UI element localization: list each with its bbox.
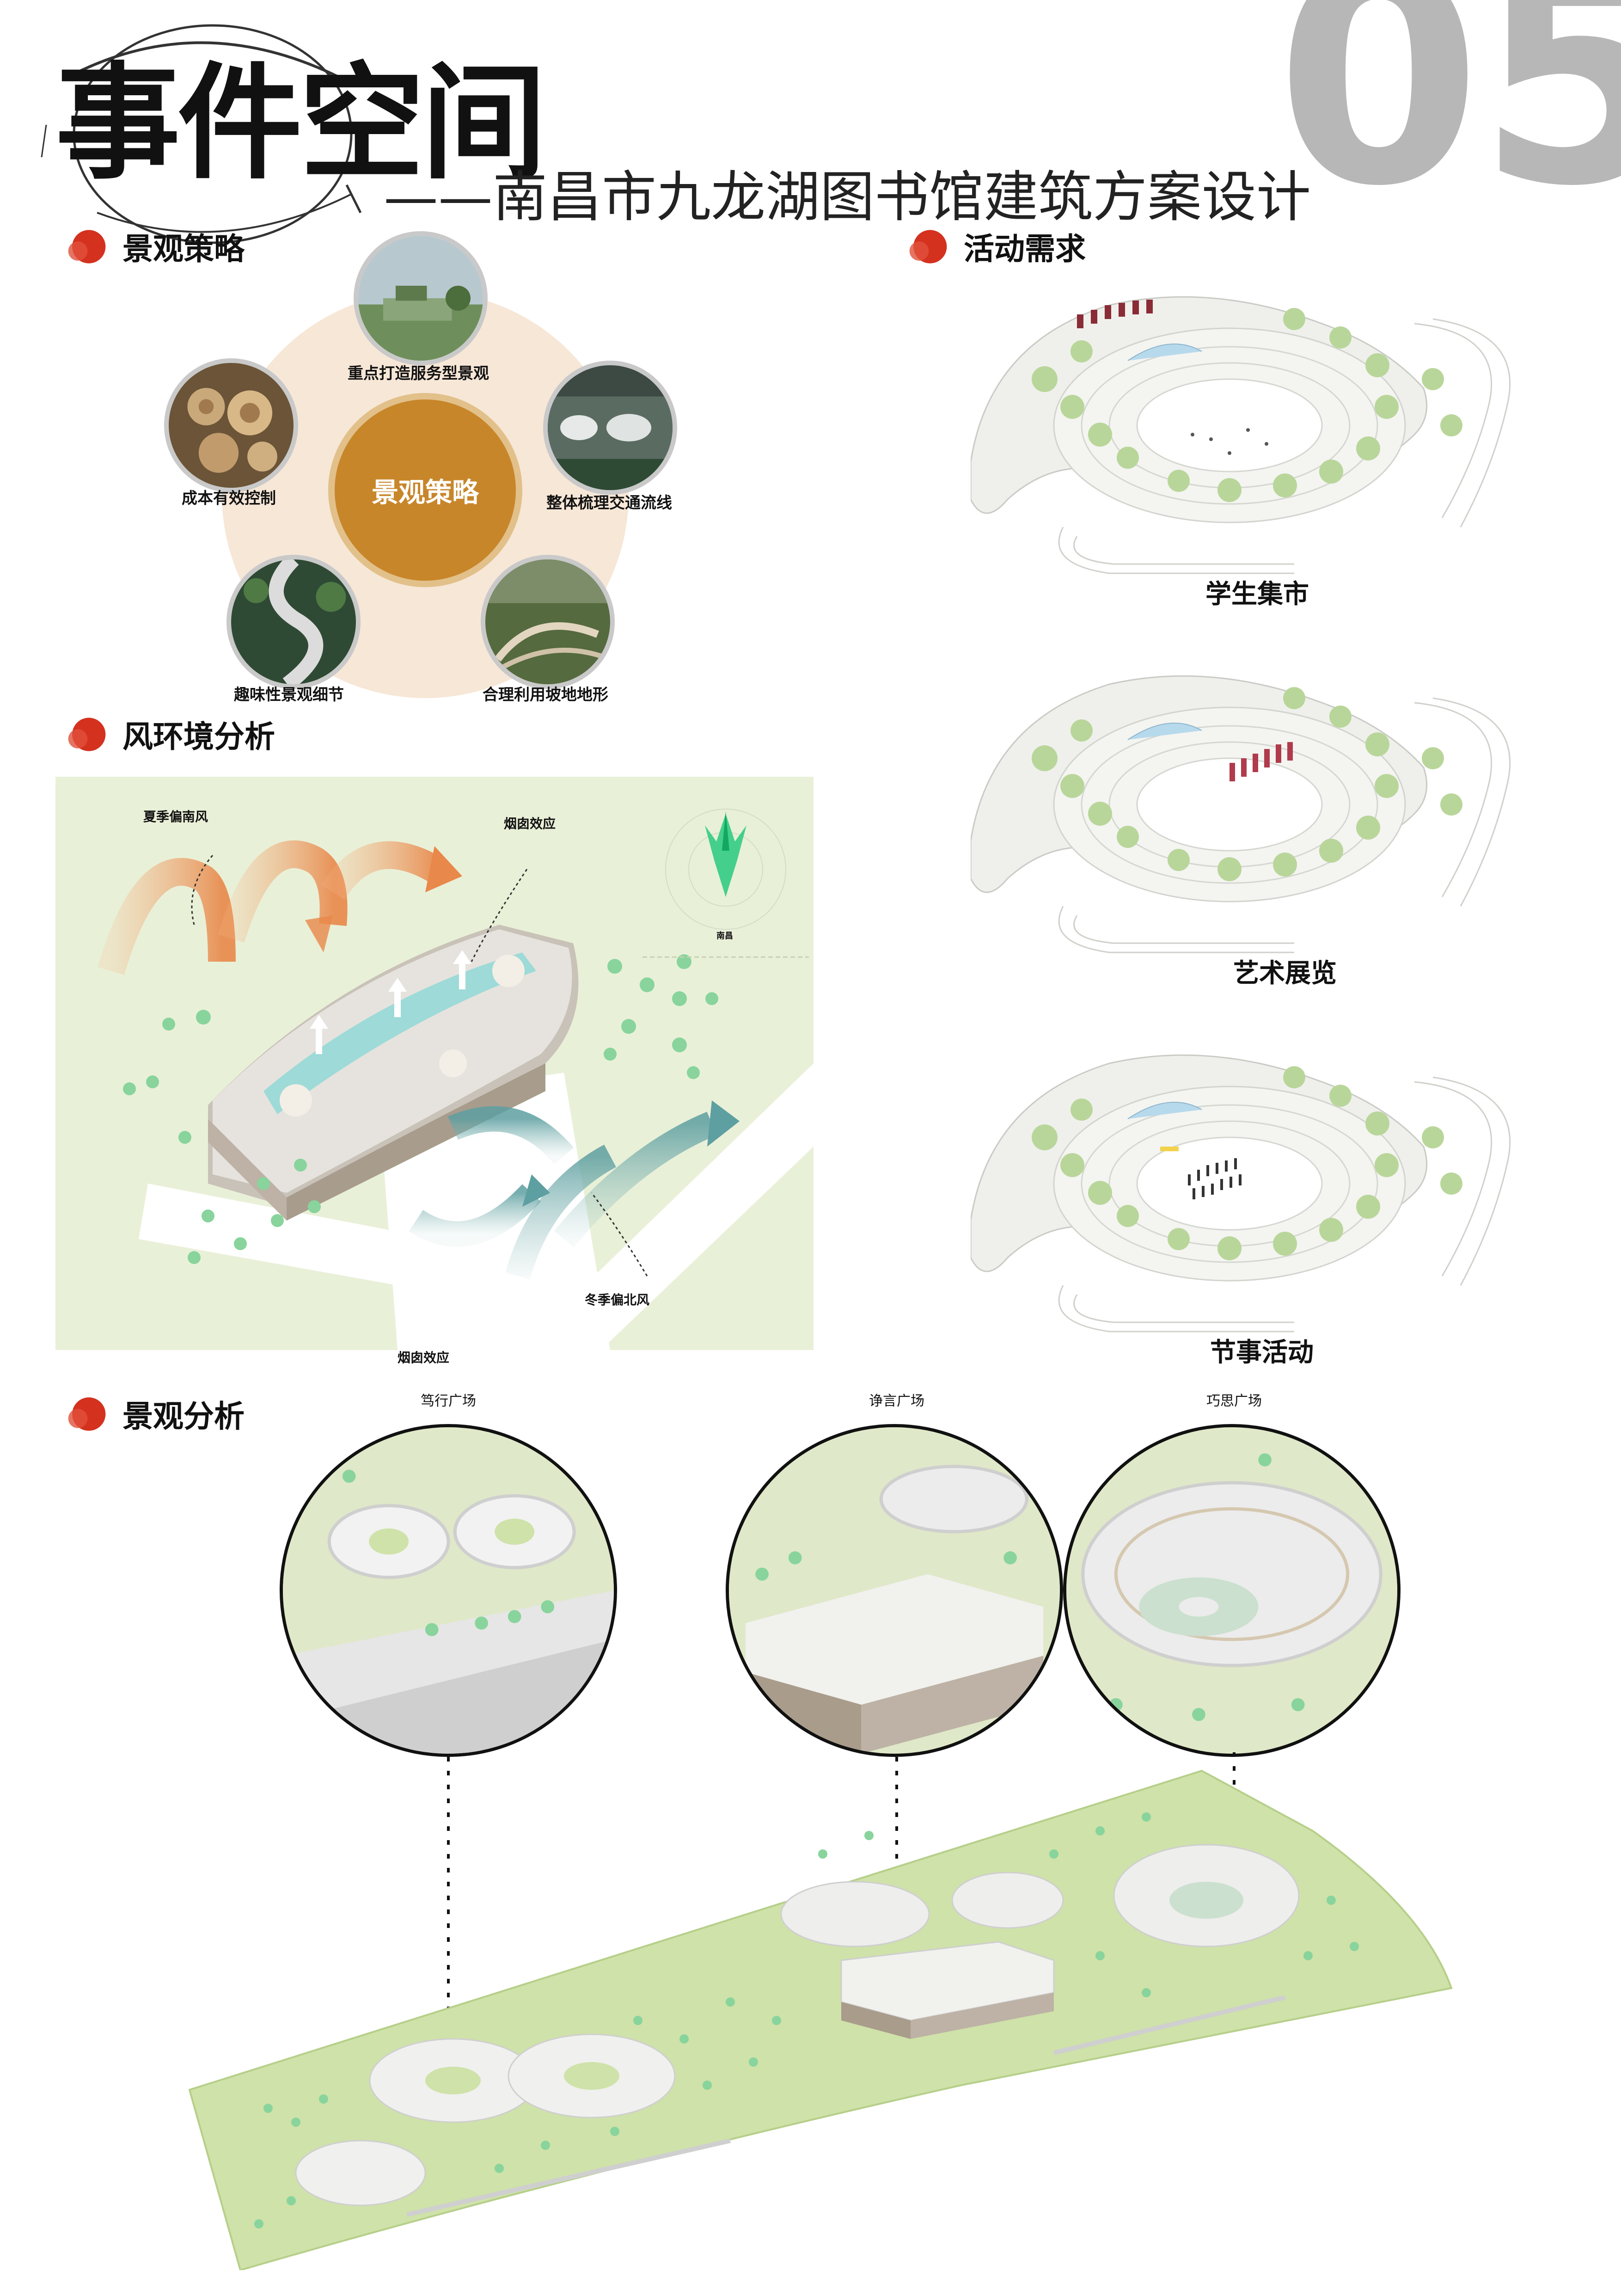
main-title: 事件空间 [55,49,546,196]
strategy-item-label: 重点打造服务型景观 [348,364,489,383]
activity-diagrams [971,296,1511,1332]
summer-wind-label: 夏季偏南风 [143,809,208,824]
strategy-item-label: 趣味性景观细节 [234,686,344,704]
red-brush-dot-icon [68,1397,106,1431]
activity-label: 艺术展览 [1233,958,1337,988]
section-title: 风环境分析 [122,719,275,755]
site-plan-axonometric [188,1769,1453,2270]
strategy-center-label: 景观策略 [371,477,479,508]
strategy-item-label: 成本有效控制 [182,489,276,508]
page-number: 05 [1276,0,1621,251]
wind-rose-city-label: 南昌 [716,931,733,941]
section-title: 景观分析 [122,1399,245,1434]
zoom-circle-qiaosi [1063,1424,1401,1757]
subtitle: ——南昌市九龙湖图书馆建筑方案设计 [384,165,1311,229]
activity-label: 节事活动 [1210,1338,1314,1368]
section-landscape-strategy: 景观策略 [65,224,245,269]
section-activity-needs: 活动需求 [906,224,1086,269]
zoom-title: 巧思广场 [1206,1393,1262,1409]
winter-wind-label: 冬季偏北风 [585,1292,650,1308]
wind-analysis-panel: 夏季偏南风 烟囱效应 冬季偏北风 南昌 [55,777,814,1350]
zoom-circle-zhengyan [726,1424,1063,1757]
zoom-title: 笃行广场 [421,1393,476,1409]
red-brush-dot-icon [68,229,106,264]
section-landscape-analysis: 景观分析 [65,1392,245,1436]
activity-label: 学生集市 [1205,579,1309,609]
red-brush-dot-icon [68,717,106,751]
section-title: 景观策略 [122,231,245,267]
zoom-circle-duxing [280,1424,617,1757]
section-title: 活动需求 [964,231,1086,267]
strategy-item-label: 合理利用坡地地形 [483,686,608,704]
timber-log-photo [164,358,298,492]
zoom-title: 诤言广场 [869,1393,924,1409]
strategy-item-label: 整体梳理交通流线 [546,494,672,512]
red-brush-dot-icon [909,229,947,264]
winding-path-photo [226,555,361,689]
wind-caption: 烟囱效应 [398,1350,450,1365]
section-wind-analysis: 风环境分析 [65,712,275,756]
slope-landform-photo [481,555,615,689]
chimney-effect-label: 烟囱效应 [504,816,556,831]
plaza-path-photo [543,361,677,495]
title-brush-circle [41,24,362,244]
rooftop-garden-photo [354,231,488,365]
strategy-center-circle: 景观策略 [328,393,522,587]
